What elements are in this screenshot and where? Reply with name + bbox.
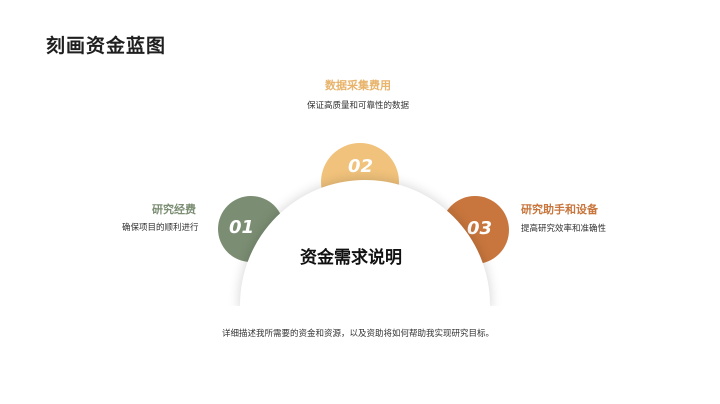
step-02-desc: 保证高质量和可靠性的数据 xyxy=(307,101,410,111)
step-01-desc: 确保项目的顺利进行 xyxy=(122,223,199,233)
step-01-title: 研究经费 xyxy=(152,203,196,216)
step-02-number: 02 xyxy=(348,156,374,177)
footer-description: 详细描述我所需要的资金和资源，以及资助将如何帮助我实现研究目标。 xyxy=(222,329,495,339)
step-03-number: 03 xyxy=(467,218,493,239)
center-title: 资金需求说明 xyxy=(300,248,402,268)
step-03-desc: 提高研究效率和准确性 xyxy=(521,224,607,234)
step-02-title: 数据采集费用 xyxy=(325,79,391,92)
semicircle-base xyxy=(230,306,500,326)
step-03-title: 研究助手和设备 xyxy=(521,203,598,216)
page-title: 刻画资金蓝图 xyxy=(46,35,167,57)
step-01-number: 01 xyxy=(229,217,255,238)
